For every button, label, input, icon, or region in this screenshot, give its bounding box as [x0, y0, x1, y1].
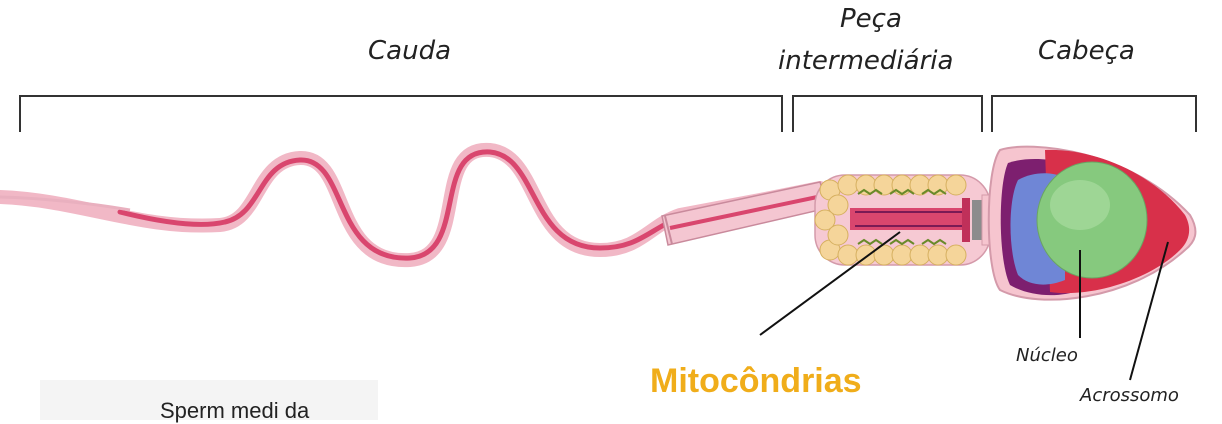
caption-text: Sperm medi da [160, 398, 309, 424]
head-label: Cabeça [1038, 36, 1135, 66]
midpiece-bracket [793, 96, 982, 132]
head [989, 147, 1196, 300]
nucleus-label: Núcleo [1016, 345, 1078, 366]
tail-label: Cauda [368, 36, 451, 66]
tail-outer [0, 150, 820, 260]
midpiece [815, 175, 990, 265]
tail-bracket [20, 96, 782, 132]
midpiece-label-line1: Peça [840, 4, 902, 34]
head-bracket [992, 96, 1196, 132]
midpiece-label-line2: intermediária [778, 46, 953, 76]
acrosome-label: Acrossomo [1080, 385, 1179, 406]
mitochondria-label: Mitocôndrias [650, 362, 862, 401]
